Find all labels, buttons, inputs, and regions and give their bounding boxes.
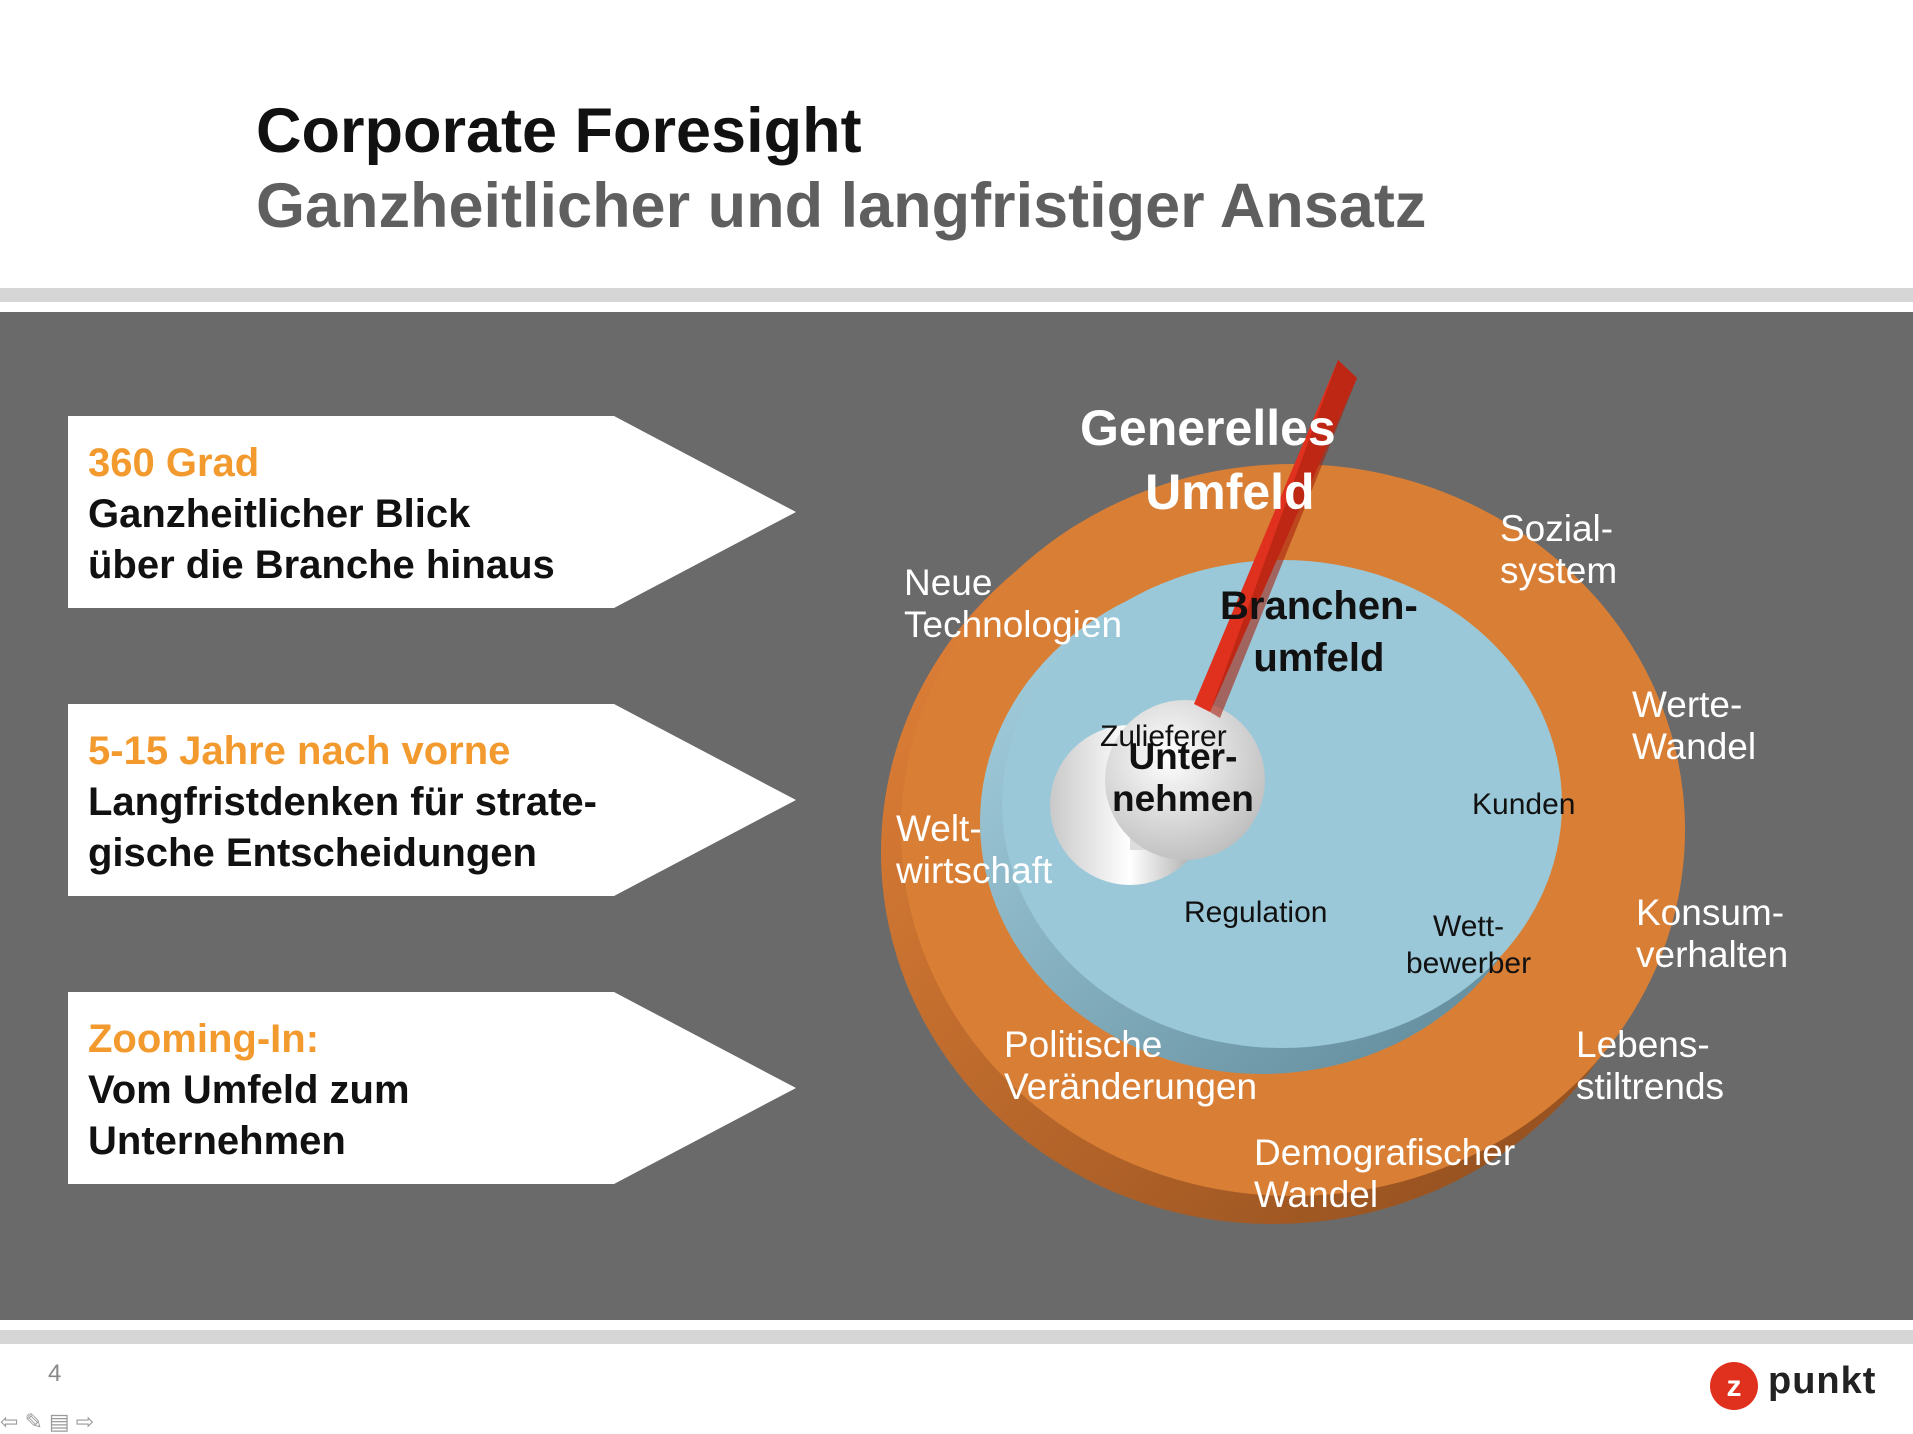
middle-title: Branchen- umfeld (1220, 580, 1418, 684)
pen-icon[interactable]: ✎ (24, 1409, 43, 1434)
middle-item-wettbewerber: Wett- bewerber (1406, 908, 1531, 982)
outer-item-line: Konsum- (1636, 892, 1785, 933)
center-title: Unter- nehmen (1112, 736, 1254, 820)
middle-disc (1002, 560, 1562, 1048)
middle-item-zulieferer: Zulieferer (1100, 720, 1227, 753)
outer-item-wertewandel: Werte- Wandel (1632, 684, 1756, 768)
outer-item-politische: Politische Veränderungen (1004, 1024, 1257, 1108)
outer-item-line: wirtschaft (896, 850, 1053, 891)
middle-item-kunden: Kunden (1472, 788, 1576, 821)
outer-item-neue-technologien: Neue Technologien (904, 562, 1122, 646)
outer-item-weltwirtschaft: Welt- wirtschaft (896, 808, 1052, 892)
center-cylinder-top (1105, 700, 1265, 860)
outer-item-line: Neue (904, 562, 993, 603)
outer-item-line: Wandel (1254, 1174, 1379, 1215)
outer-item-konsumverhalten: Konsum- verhalten (1636, 892, 1788, 976)
slide-title: Corporate Foresight (256, 96, 862, 166)
outer-item-line: Demografischer (1254, 1132, 1516, 1173)
outer-item-sozialsystem: Sozial- system (1500, 508, 1617, 592)
menu-icon[interactable]: ▤ (48, 1409, 70, 1434)
environment-diagram: Generelles Umfeld Neue Technologien Sozi… (800, 340, 1913, 1320)
arrow-line: Unternehmen (88, 1119, 346, 1163)
outer-item-line: Veränderungen (1004, 1066, 1258, 1107)
outer-item-line: Politische (1004, 1024, 1163, 1065)
outer-item-line: stiltrends (1576, 1066, 1725, 1107)
arrow-box-zooming: Zooming-In: Vom Umfeld zum Unternehmen (68, 992, 796, 1184)
diagram-graphic (881, 360, 1685, 1224)
outer-item-line: Technologien (904, 604, 1123, 645)
logo-mark-icon: z (1710, 1362, 1758, 1410)
outer-item-line: Welt- (896, 808, 982, 849)
outer-item-demografischer: Demografischer Wandel (1254, 1132, 1515, 1216)
logo-text: punkt (1768, 1360, 1877, 1402)
arrow-line: über die Branche hinaus (88, 543, 555, 587)
zpunkt-logo: z punkt (1708, 1360, 1888, 1412)
outer-item-line: Sozial- (1500, 508, 1614, 549)
center-title-line: nehmen (1112, 778, 1254, 819)
arrow-heading: 5-15 Jahre nach vorne (88, 729, 511, 773)
bottom-divider (0, 1330, 1913, 1344)
outer-item-line: Werte- (1632, 684, 1743, 725)
pointer-needle-shade (1210, 360, 1357, 718)
arrow-box-years: 5-15 Jahre nach vorne Langfristdenken fü… (68, 704, 796, 896)
outer-item-line: verhalten (1636, 934, 1789, 975)
top-divider (0, 288, 1913, 302)
middle-title-line: Branchen- (1220, 584, 1418, 628)
middle-item-line: Wett- (1432, 910, 1505, 943)
arrow-heading: Zooming-In: (88, 1017, 320, 1061)
middle-title-line: umfeld (1253, 636, 1385, 680)
arrow-line: Ganzheitlicher Blick (88, 492, 471, 536)
center-title-line: Unter- (1128, 736, 1238, 777)
page-number: 4 (48, 1360, 62, 1387)
arrow-heading: 360 Grad (88, 441, 260, 485)
outer-item-lebensstiltrends: Lebens- stiltrends (1576, 1024, 1724, 1108)
arrow-line: Vom Umfeld zum (88, 1068, 410, 1112)
outer-item-line: Lebens- (1576, 1024, 1710, 1065)
outer-title-line: Generelles (1080, 400, 1336, 456)
middle-item-regulation: Regulation (1184, 896, 1328, 929)
outer-title: Generelles Umfeld (1080, 396, 1336, 524)
arrow-line: gische Entscheidungen (88, 831, 537, 875)
arrow-left-icon[interactable]: ⇦ (0, 1409, 19, 1434)
middle-item-line: bewerber (1406, 947, 1532, 980)
logo-mark-letter: z (1727, 1370, 1742, 1403)
slide-nav: ⇦ ✎ ▤ ⇨ (0, 1410, 94, 1434)
outer-item-line: Wandel (1632, 726, 1757, 767)
slide-subtitle: Ganzheitlicher und langfristiger Ansatz (256, 171, 1427, 241)
outer-title-line: Umfeld (1145, 464, 1315, 520)
arrow-right-icon[interactable]: ⇨ (75, 1409, 95, 1434)
arrow-line: Langfristdenken für strate- (88, 780, 597, 824)
outer-item-line: system (1500, 550, 1618, 591)
